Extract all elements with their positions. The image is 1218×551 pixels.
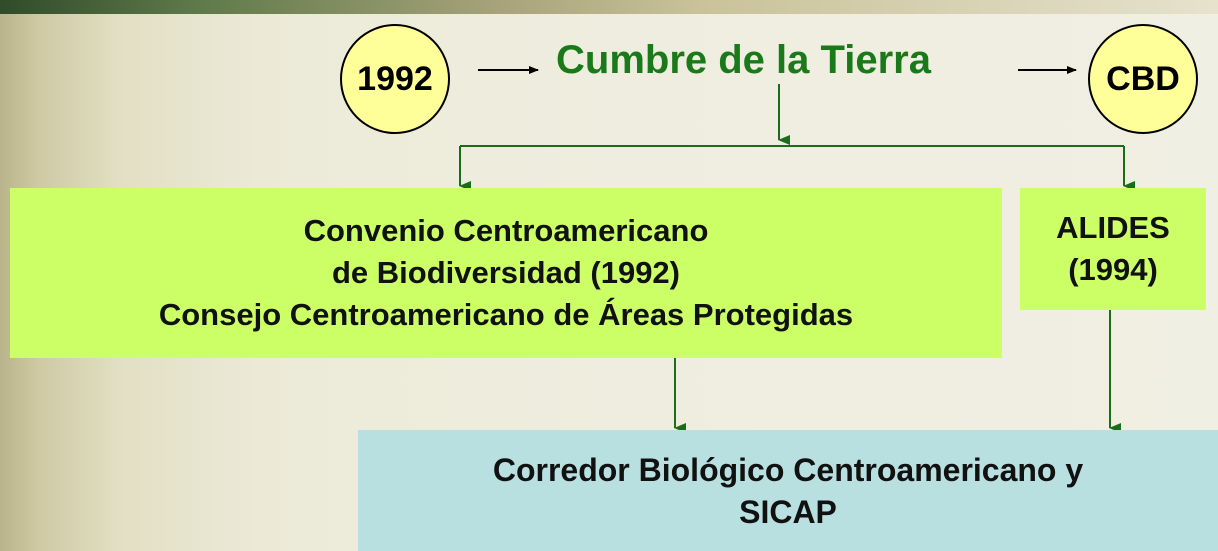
corredor-box: Corredor Biológico Centroamericano y SIC… [358,430,1218,551]
corredor-line-2: SICAP [739,493,837,530]
alides-box: ALIDES (1994) [1020,188,1206,310]
convenio-line-1: Convenio Centroamericano [303,213,709,248]
corredor-line-1: Corredor Biológico Centroamericano y [492,451,1084,488]
year-1992-label: 1992 [357,59,433,98]
alides-line-1: ALIDES [1056,210,1170,245]
cbd-label: CBD [1106,59,1180,98]
convenio-line-2: de Biodiversidad (1992) [331,255,680,290]
cbd-circle: CBD [1088,24,1198,134]
convenio-line-3: Consejo Centroamericano de Áreas Protegi… [158,297,854,332]
year-1992-circle: 1992 [340,24,450,134]
convenio-box: Convenio Centroamericano de Biodiversida… [10,188,1002,358]
alides-line-2: (1994) [1068,252,1158,287]
top-decorative-band [0,0,1218,14]
cumbre-title: Cumbre de la Tierra [556,38,931,82]
